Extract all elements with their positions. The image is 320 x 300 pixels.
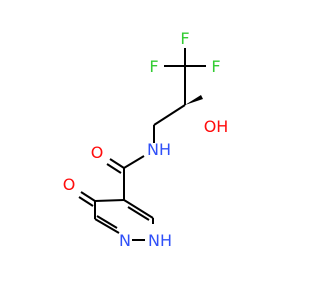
bond-carbonyl-o-1	[109, 158, 125, 169]
bond-carbonyl-o-2	[106, 163, 122, 174]
bond-c5-o-1	[80, 191, 96, 202]
bond-ring-n1-c6-2	[96, 215, 118, 229]
bond-ring-c4-c3-inner	[127, 206, 150, 221]
bonds	[78, 48, 206, 241]
bond-ring-n1-c6-1	[94, 218, 120, 234]
bond-ring-c5-c4	[94, 199, 125, 202]
atom-n-ring: N	[119, 231, 131, 250]
atom-nh-amide: NH	[147, 140, 171, 159]
molecule-diagram: F F F OH NH O O N NH	[62, 29, 229, 250]
bond-c5-o-2	[78, 196, 94, 207]
bond-nh-carbonyl	[123, 155, 145, 169]
atom-oh-hydroxyl: OH	[204, 117, 229, 136]
atom-o-keto: O	[63, 175, 76, 194]
atom-f-left: F	[149, 57, 158, 76]
atom-nh-ring: NH	[148, 231, 172, 250]
stereo-wedge-bond	[185, 95, 203, 105]
structure-svg: F F F OH NH O O N NH	[63, 29, 229, 250]
atom-o-amide: O	[91, 143, 104, 162]
atom-labels: F F F OH NH O O N NH	[63, 29, 229, 250]
atom-f-top: F	[180, 29, 189, 48]
bond-ring-c4-c3	[123, 199, 154, 219]
atom-f-right: F	[211, 57, 220, 76]
bond-ch-ch2	[153, 104, 186, 126]
